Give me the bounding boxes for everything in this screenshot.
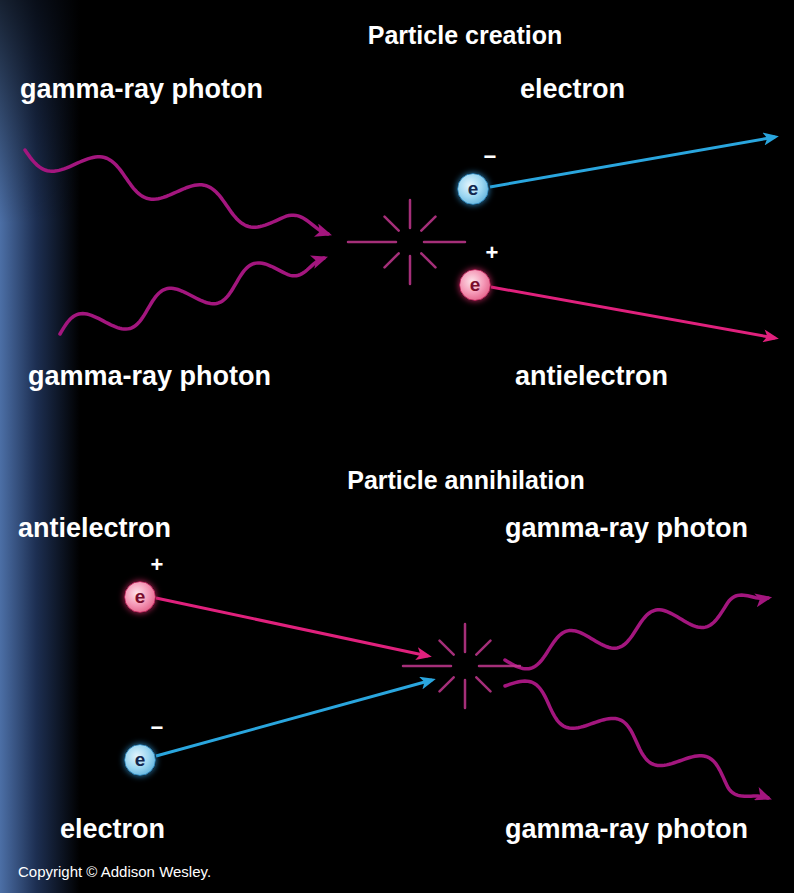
charge-sign: + [151,554,164,576]
particle-symbol: e [470,275,481,294]
photon-wave [60,258,324,334]
particle-label: gamma-ray photon [28,362,271,392]
particle-symbol: e [468,179,479,198]
collision-burst [348,200,465,284]
particle-symbol: e [135,750,146,769]
charge-sign: − [484,146,497,168]
photon-waves [25,150,768,798]
burst-spike [476,677,490,691]
burst-spike [464,680,467,708]
particle-label: electron [60,815,165,845]
burst-spike [409,256,412,284]
burst-spike [440,641,454,655]
particle-label: gamma-ray photon [505,514,748,544]
burst-spike [424,241,465,244]
burst-spike [409,200,412,228]
burst-spike [385,217,399,231]
positron-circle: e+ [459,269,491,301]
section-heading: Particle creation [368,22,563,50]
electron-circle: e− [124,744,156,776]
particle-label: electron [520,75,625,105]
burst-spike [421,253,435,267]
burst-spike [464,624,467,652]
particle-symbol: e [135,587,146,606]
particle-track [156,680,432,756]
particle-tracks [156,137,775,756]
edge-glow [0,0,80,893]
collision-bursts [348,200,520,708]
particle-track [156,598,428,656]
burst-spike [348,241,396,244]
burst-spike [385,253,399,267]
photon-wave [505,681,768,798]
collision-burst [403,624,520,708]
particle-track [490,137,775,187]
charge-sign: − [151,717,164,739]
positron-circle: e+ [124,581,156,613]
burst-spike [403,665,451,668]
particle-label: gamma-ray photon [505,815,748,845]
copyright-note: Copyright © Addison Wesley. [18,864,211,881]
photon-wave [505,595,768,669]
edge-glow-fade [0,0,80,893]
particle-label: antielectron [18,514,171,544]
photon-wave [25,150,328,234]
particle-label: gamma-ray photon [20,75,263,105]
burst-spike [479,665,520,668]
electron-circle: e− [457,173,489,205]
particle-track [491,287,775,338]
section-heading: Particle annihilation [347,467,585,495]
particle-label: antielectron [515,362,668,392]
burst-spike [440,677,454,691]
charge-sign: + [486,242,499,264]
burst-spike [476,641,490,655]
burst-spike [421,217,435,231]
